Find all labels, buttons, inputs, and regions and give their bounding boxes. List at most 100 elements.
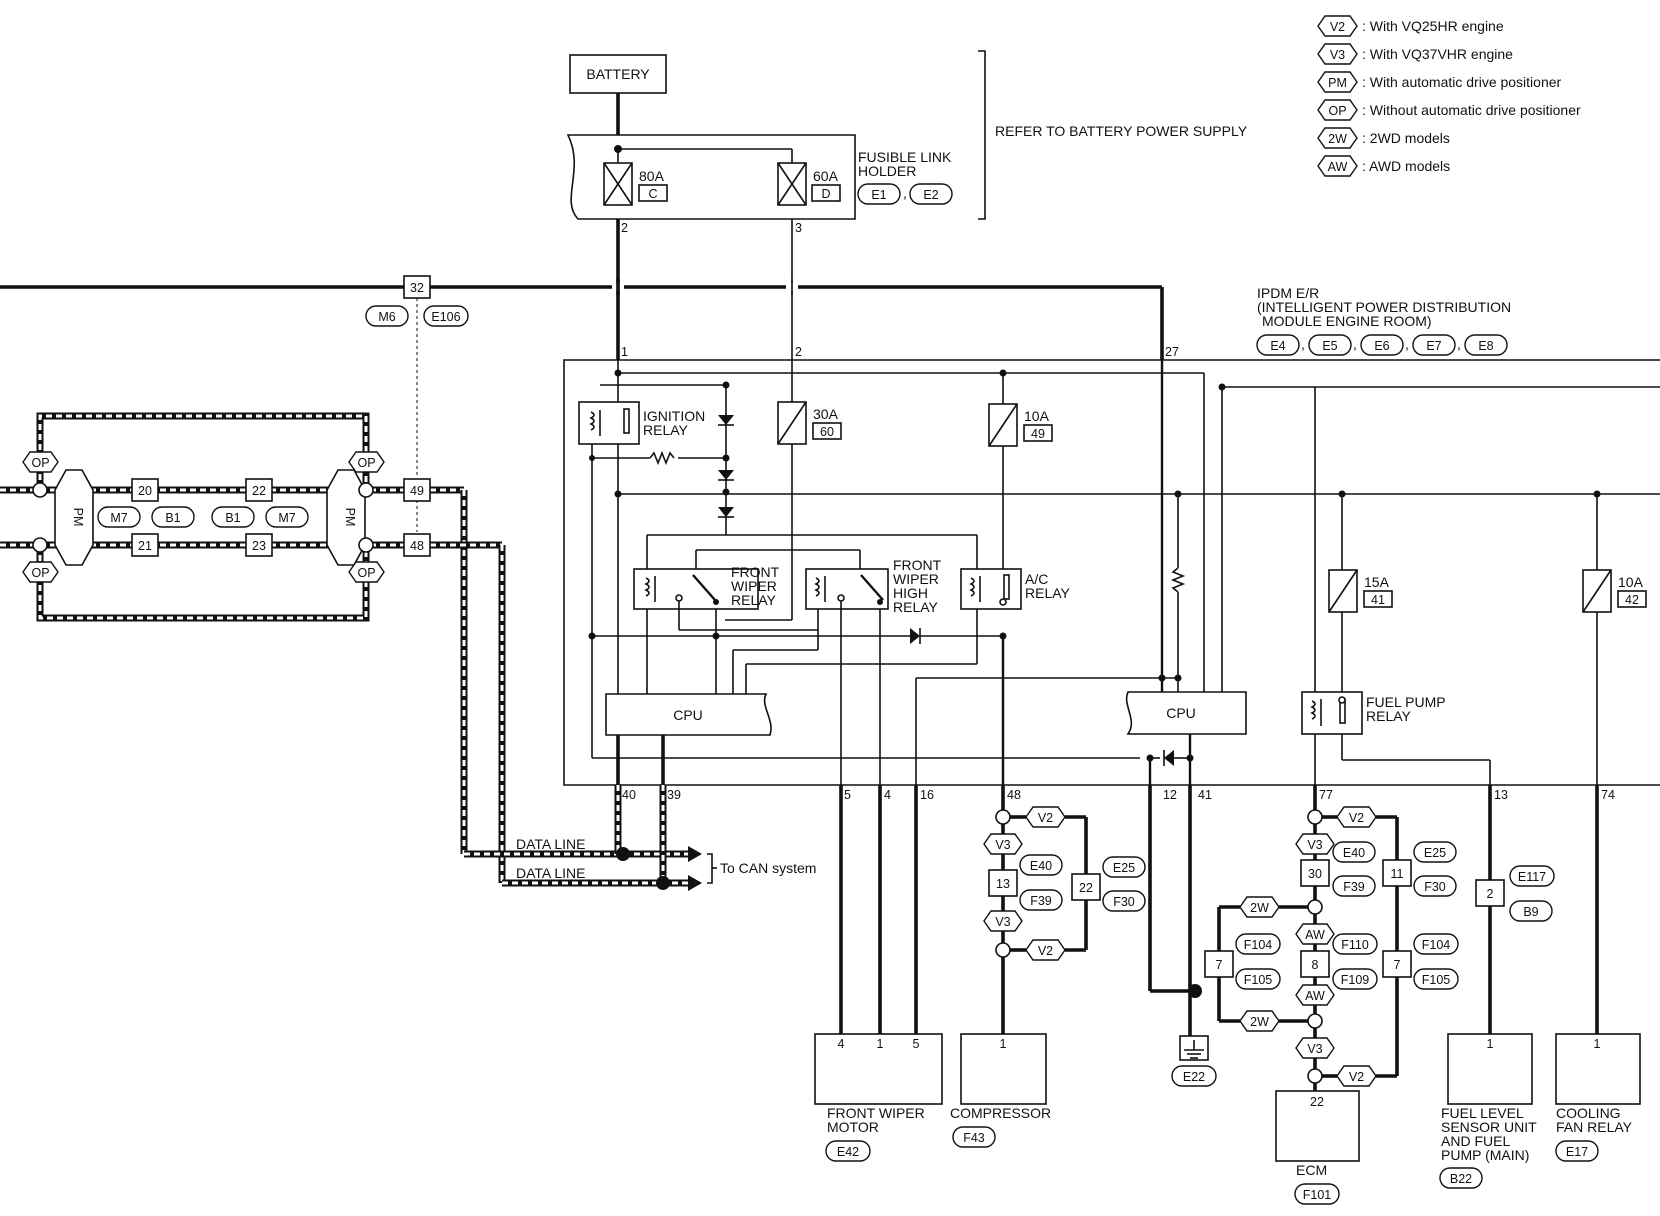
fusible-link-label: FUSIBLE LINK: [858, 149, 952, 165]
legend-code: AW: [1328, 160, 1348, 174]
svg-text:7: 7: [1394, 958, 1401, 972]
svg-text:RELAY: RELAY: [893, 599, 939, 615]
svg-text:E117: E117: [1518, 870, 1546, 884]
svg-text:FUEL PUMP: FUEL PUMP: [1366, 694, 1446, 710]
fuel-level-block: 2 E117 B9 1 FUEL LEVEL SENSOR UNIT AND F…: [1439, 785, 1555, 1189]
fusible-link-holder: 80A C 60A D FUSIBLE LINK HOLDER E1 , E2 …: [566, 134, 953, 235]
svg-text:A/C: A/C: [1025, 571, 1048, 587]
svg-text:OP: OP: [31, 566, 49, 580]
svg-text:13: 13: [1494, 788, 1508, 802]
svg-text:10A: 10A: [1024, 408, 1050, 424]
svg-text:B1: B1: [225, 511, 240, 525]
legend-code: V2: [1330, 20, 1345, 34]
connector-label: E1: [871, 188, 886, 202]
svg-text:FUEL LEVEL: FUEL LEVEL: [1441, 1105, 1524, 1121]
svg-text:2: 2: [795, 345, 802, 359]
svg-text:E5: E5: [1322, 339, 1337, 353]
svg-text:V2: V2: [1038, 944, 1053, 958]
svg-text:41: 41: [1371, 593, 1385, 607]
svg-text:4: 4: [884, 788, 891, 802]
svg-text:DATA LINE: DATA LINE: [516, 865, 586, 881]
svg-text:E42: E42: [837, 1145, 859, 1159]
svg-text:48: 48: [1007, 788, 1021, 802]
ignition-relay: [578, 401, 640, 445]
svg-text:E25: E25: [1113, 861, 1135, 875]
legend-code: V3: [1330, 48, 1345, 62]
svg-text:V3: V3: [995, 915, 1010, 929]
svg-text:2: 2: [1487, 887, 1494, 901]
front-wiper-motor: 4 1 5 FRONT WIPER MOTOR E42: [814, 785, 943, 1162]
svg-text:E8: E8: [1478, 339, 1493, 353]
svg-text:F101: F101: [1303, 1188, 1332, 1202]
front-wiper-high-relay: [805, 568, 889, 610]
svg-text:AW: AW: [1305, 928, 1325, 942]
svg-text:RELAY: RELAY: [1025, 585, 1071, 601]
svg-text:30A: 30A: [813, 406, 839, 422]
svg-text:DATA LINE: DATA LINE: [516, 836, 586, 852]
svg-text:1: 1: [621, 345, 628, 359]
svg-text:E7: E7: [1426, 339, 1441, 353]
svg-text:B1: B1: [165, 511, 180, 525]
svg-text:F110: F110: [1341, 938, 1369, 952]
svg-text:FRONT: FRONT: [893, 557, 942, 573]
svg-text:74: 74: [1601, 788, 1615, 802]
svg-text:,: ,: [1353, 336, 1357, 352]
svg-text:5: 5: [913, 1037, 920, 1051]
svg-text:E25: E25: [1424, 846, 1446, 860]
svg-text:IGNITION: IGNITION: [643, 408, 705, 424]
ground-connector: E22: [1183, 1070, 1205, 1084]
fuse-amp: 80A: [639, 168, 665, 184]
svg-text:PM: PM: [343, 508, 357, 527]
svg-text:23: 23: [252, 539, 266, 553]
svg-text:E17: E17: [1566, 1145, 1588, 1159]
svg-text:60: 60: [820, 425, 834, 439]
fuse-amp: 60A: [813, 168, 839, 184]
svg-text:V3: V3: [995, 838, 1010, 852]
svg-text:OP: OP: [31, 456, 49, 470]
svg-text:OP: OP: [357, 566, 375, 580]
svg-text:AW: AW: [1305, 989, 1325, 1003]
ground-block: E22: [1148, 785, 1217, 1087]
svg-text:21: 21: [138, 539, 152, 553]
svg-text:49: 49: [410, 484, 424, 498]
svg-text:B22: B22: [1450, 1172, 1472, 1186]
svg-text:OP: OP: [357, 456, 375, 470]
svg-text:,: ,: [903, 185, 907, 201]
svg-text:PUMP (MAIN): PUMP (MAIN): [1441, 1147, 1529, 1163]
svg-text:8: 8: [1312, 958, 1319, 972]
ipdm-box: IGNITION RELAY 30A 60 10: [563, 359, 1660, 802]
svg-text:WIPER: WIPER: [893, 571, 939, 587]
svg-text:2W: 2W: [1250, 1015, 1269, 1029]
svg-text:RELAY: RELAY: [643, 422, 689, 438]
svg-text:2W: 2W: [1250, 901, 1269, 915]
refer-text: REFER TO BATTERY POWER SUPPLY: [995, 123, 1248, 139]
can-label: To CAN system: [720, 860, 816, 876]
svg-text:V3: V3: [1307, 1042, 1322, 1056]
svg-text:F105: F105: [1244, 973, 1273, 987]
svg-text:M7: M7: [278, 511, 295, 525]
svg-text:39: 39: [667, 788, 681, 802]
svg-text:V3: V3: [1307, 838, 1322, 852]
legend-text: : AWD models: [1362, 158, 1450, 174]
svg-text:11: 11: [1391, 867, 1404, 881]
svg-text:,: ,: [1405, 336, 1409, 352]
can-loop: DATA LINE DATA LINE To CAN system PM PM …: [0, 412, 816, 891]
svg-text:V2: V2: [1349, 811, 1364, 825]
legend-text: : 2WD models: [1362, 130, 1450, 146]
svg-text:5: 5: [844, 788, 851, 802]
compressor-block: V2 22 E25 F30 V3 13 E40 F39 V3 V2 1 COMP…: [950, 785, 1146, 1148]
svg-text:F30: F30: [1424, 880, 1446, 894]
legend-code: 2W: [1328, 132, 1347, 146]
svg-text:16: 16: [920, 788, 934, 802]
svg-text:15A: 15A: [1364, 574, 1390, 590]
svg-text:RELAY: RELAY: [1366, 708, 1412, 724]
svg-text:77: 77: [1319, 788, 1333, 802]
svg-text:22: 22: [252, 484, 266, 498]
svg-text:F104: F104: [1244, 938, 1273, 952]
svg-text:F30: F30: [1113, 895, 1135, 909]
cpu-left: [605, 693, 772, 736]
svg-text:COMPRESSOR: COMPRESSOR: [950, 1105, 1051, 1121]
svg-text:F39: F39: [1343, 880, 1365, 894]
svg-text:1: 1: [1487, 1037, 1494, 1051]
svg-text:RELAY: RELAY: [731, 592, 777, 608]
